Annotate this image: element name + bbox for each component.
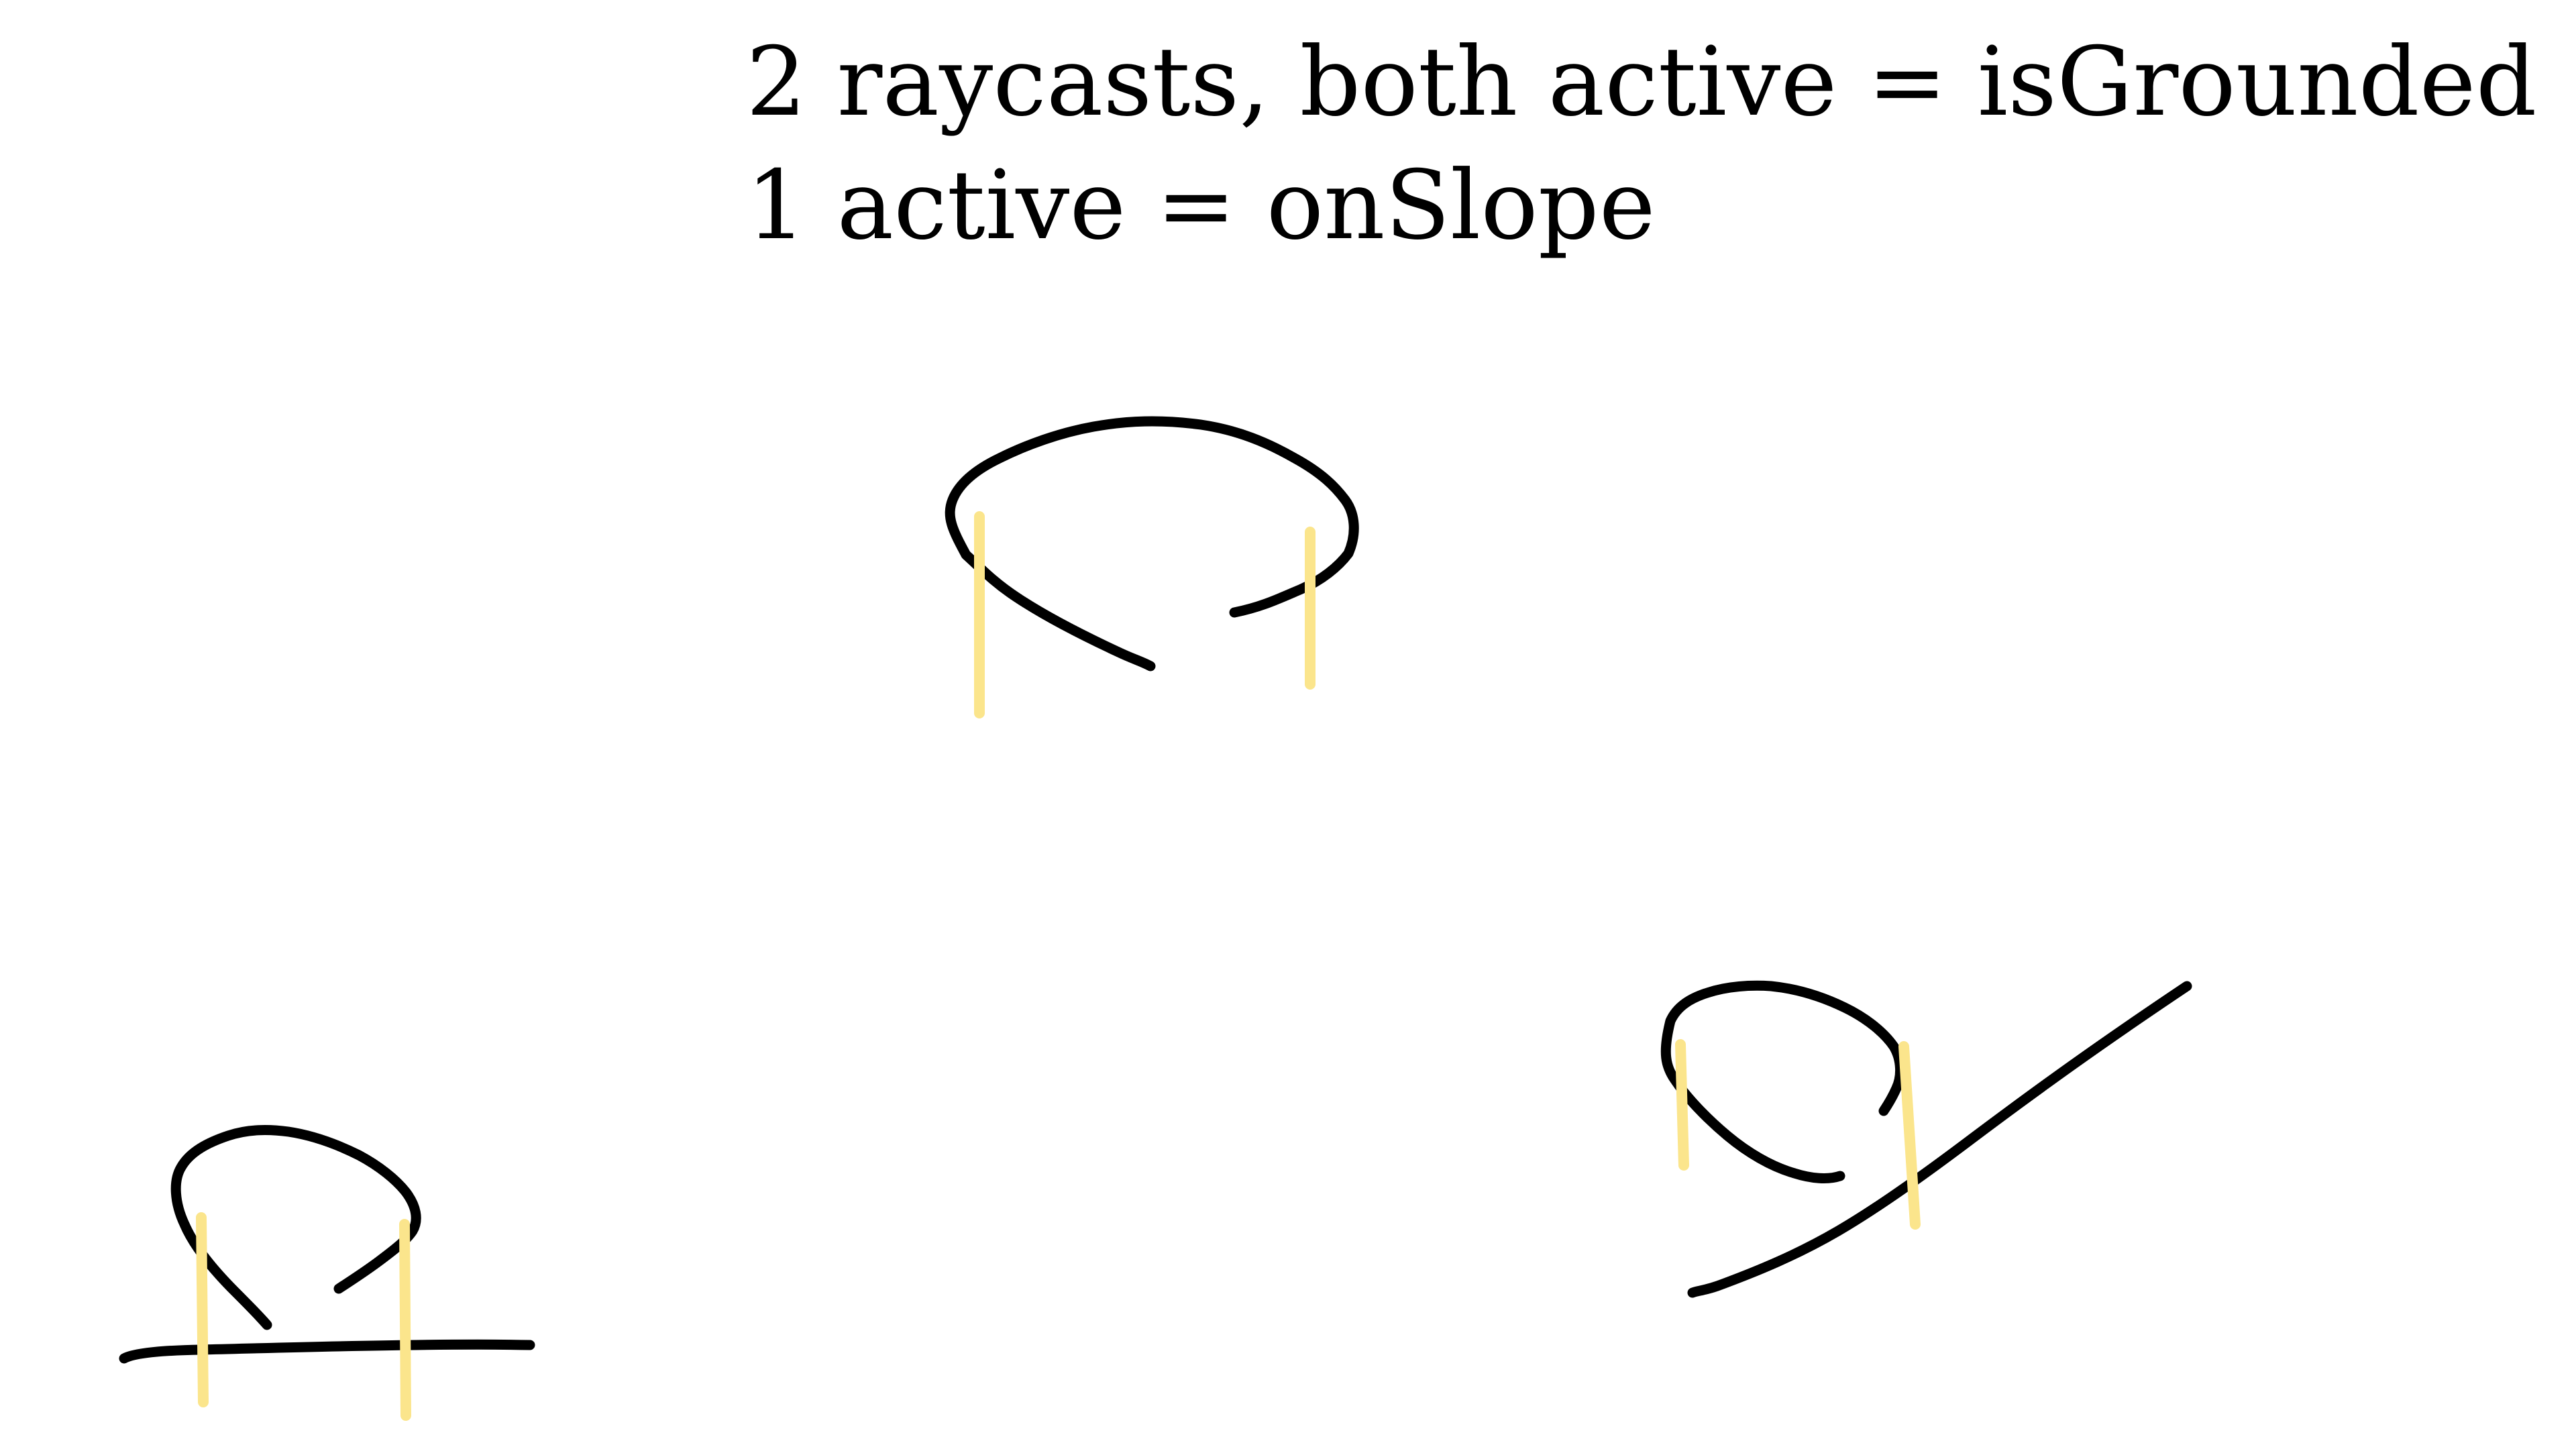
sketch-grounded [119, 1125, 535, 1421]
ground-flat-line [119, 1339, 535, 1364]
raycast-right-active-slope [1898, 1041, 1921, 1230]
sketch-on-slope [1660, 980, 2192, 1298]
raycast-left-inactive-slope [1675, 1039, 1689, 1171]
character-body-outline-grounded [170, 1125, 421, 1330]
raycast-left-active [196, 1212, 209, 1407]
note-text-line-1: 2 raycasts, both active = isGrounded [746, 27, 2537, 138]
raycast-right-active [399, 1219, 411, 1421]
ground-slope-line [1687, 981, 2192, 1298]
character-body-outline [945, 416, 1359, 672]
character-body-outline-slope [1660, 980, 1906, 1183]
note-text-line-2: 1 active = onSlope [746, 150, 1656, 261]
sketch-airborne [945, 416, 1359, 718]
